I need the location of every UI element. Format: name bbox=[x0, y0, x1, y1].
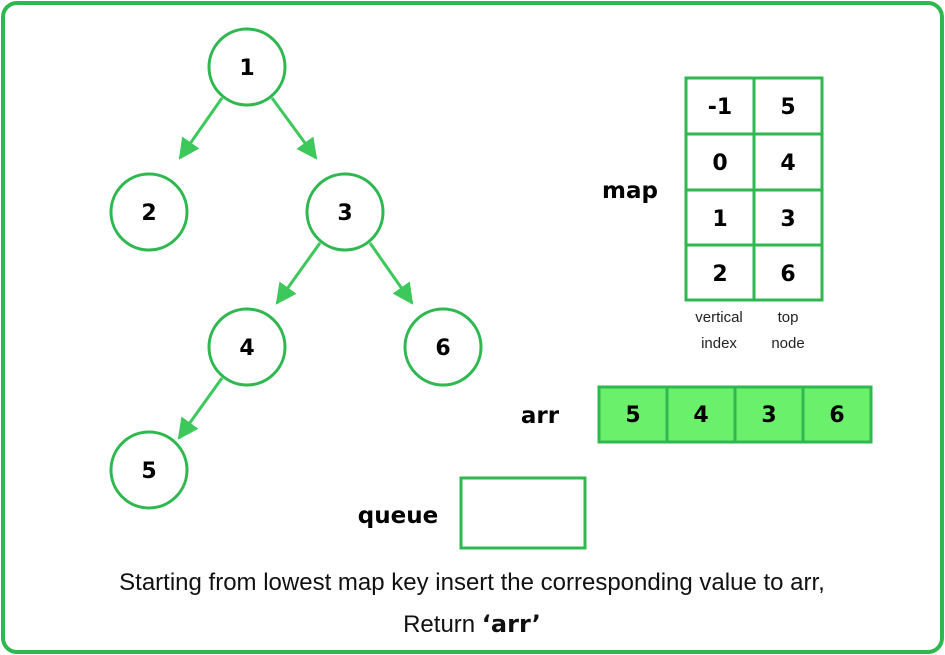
tree-node: 2 bbox=[109, 172, 189, 252]
tree-node-label: 3 bbox=[337, 201, 352, 226]
map-value-cell: 3 bbox=[780, 207, 795, 232]
tree-node-label: 2 bbox=[141, 201, 156, 226]
edge-1-2 bbox=[178, 97, 224, 160]
queue-box bbox=[459, 476, 587, 550]
map-table: -1 5 0 4 1 3 2 6 bbox=[684, 76, 824, 302]
map-label: map bbox=[602, 178, 658, 204]
tree-node-label: 6 bbox=[435, 336, 450, 361]
tree-node: 4 bbox=[207, 307, 287, 387]
map-key-cell: 0 bbox=[712, 151, 727, 176]
edge-3-6 bbox=[368, 242, 414, 305]
tree-node-label: 5 bbox=[141, 459, 156, 484]
arr-cell-value: 3 bbox=[761, 403, 776, 428]
arr-cells: 5 4 3 6 bbox=[597, 385, 873, 444]
map-value-cell: 4 bbox=[780, 151, 795, 176]
edge-3-4 bbox=[275, 242, 322, 305]
caption-line2-bold: ‘arr’ bbox=[482, 610, 541, 638]
tree-node: 3 bbox=[305, 172, 385, 252]
map-col-label-value-line2: node bbox=[771, 335, 804, 352]
map-col-label-value-line1: top bbox=[778, 309, 799, 326]
queue-label: queue bbox=[358, 503, 438, 529]
arr-cell-value: 6 bbox=[829, 403, 844, 428]
caption-line2: Return ‘arr’ bbox=[403, 610, 541, 638]
tree-nodes: 1 2 3 4 6 5 bbox=[109, 27, 483, 510]
tree-node-label: 1 bbox=[239, 56, 254, 81]
edge-4-5 bbox=[177, 377, 224, 440]
arr-cell-value: 5 bbox=[625, 403, 640, 428]
caption-line2-prefix: Return bbox=[403, 611, 482, 638]
map-value-cell: 5 bbox=[780, 95, 795, 120]
tree-edges bbox=[177, 97, 414, 440]
tree-node: 6 bbox=[403, 307, 483, 387]
arr-cell-box bbox=[801, 385, 873, 444]
map-key-cell: 2 bbox=[712, 262, 727, 287]
caption-line1: Starting from lowest map key insert the … bbox=[119, 569, 825, 596]
map-col-label-key-line1: vertical bbox=[695, 309, 743, 326]
arr-cell-box bbox=[597, 385, 669, 444]
map-col-label-key-line2: index bbox=[701, 335, 737, 352]
edge-1-3 bbox=[270, 97, 318, 160]
map-value-cell: 6 bbox=[780, 262, 795, 287]
tree-node: 1 bbox=[207, 27, 287, 107]
map-key-cell: -1 bbox=[708, 95, 732, 120]
map-key-cell: 1 bbox=[712, 207, 727, 232]
tree-node-label: 4 bbox=[239, 336, 254, 361]
arr-label: arr bbox=[521, 403, 560, 429]
tree-node: 5 bbox=[109, 430, 189, 510]
arr-cell-value: 4 bbox=[693, 403, 708, 428]
